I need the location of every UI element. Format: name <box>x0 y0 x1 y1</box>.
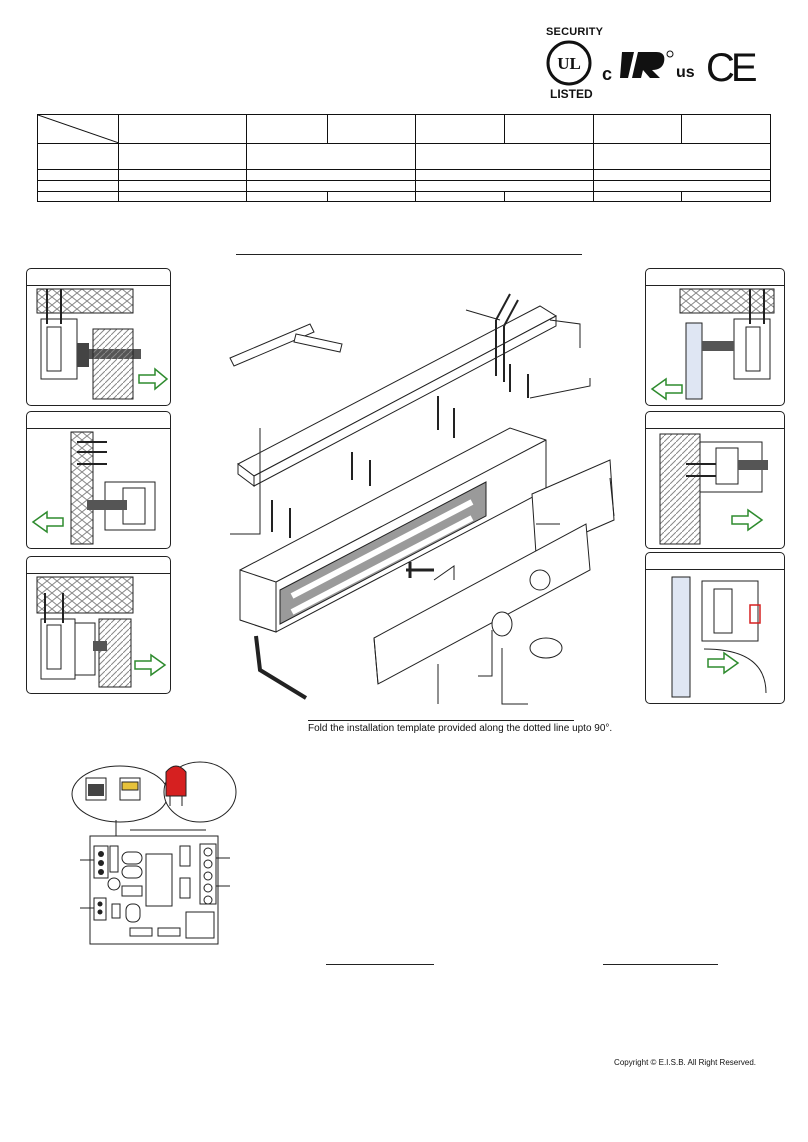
install-panel-left-1 <box>26 268 171 406</box>
table-row <box>37 169 771 181</box>
control-board-diagram <box>71 761 237 945</box>
signature-line-left <box>326 964 434 965</box>
certification-logos: SECURITY UL LISTED c us CE <box>540 22 760 102</box>
fold-instruction: Fold the installation template provided … <box>308 723 613 734</box>
table-row <box>37 180 771 192</box>
table-corner-cell <box>37 114 119 144</box>
install-panel-left-3 <box>26 556 171 694</box>
cur-us-label: us <box>676 64 695 81</box>
arrow-left-icon <box>31 510 64 534</box>
section-heading-underline <box>236 254 582 255</box>
install-panel-right-3 <box>645 552 785 704</box>
arrow-right-icon <box>707 651 740 675</box>
arrow-right-icon <box>138 367 169 391</box>
exploded-view-diagram <box>229 293 615 705</box>
table-row <box>37 191 771 202</box>
security-label: SECURITY <box>546 26 604 38</box>
install-panel-right-1 <box>645 268 785 406</box>
led-icon <box>165 765 187 797</box>
template-divider <box>308 720 574 721</box>
install-panel-left-2 <box>26 411 171 549</box>
svg-text:UL: UL <box>557 54 581 73</box>
specification-table <box>37 114 771 202</box>
signature-line-right <box>603 964 718 965</box>
copyright-text: Copyright © E.I.S.B. All Right Reserved. <box>614 1058 756 1067</box>
arrow-right-icon <box>731 508 764 532</box>
ul-logo-icon: UL <box>546 40 592 86</box>
ur-recognized-mark-icon <box>620 50 674 78</box>
arrow-left-icon <box>650 377 683 401</box>
arrow-right-icon <box>134 653 167 677</box>
listed-label: LISTED <box>550 87 593 101</box>
install-panel-right-2 <box>645 411 785 549</box>
table-row <box>37 114 771 144</box>
ce-mark: CE <box>706 46 758 90</box>
table-row <box>37 143 771 170</box>
cur-c-label: c <box>602 64 613 84</box>
